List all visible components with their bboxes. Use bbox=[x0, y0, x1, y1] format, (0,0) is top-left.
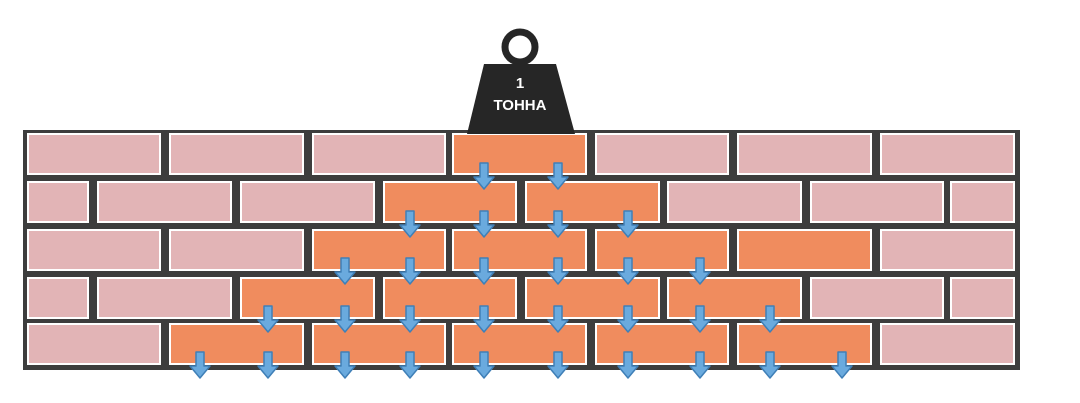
down-arrow-icon bbox=[689, 257, 711, 285]
loaded-brick bbox=[169, 323, 304, 365]
down-arrow-icon bbox=[399, 210, 421, 238]
loaded-brick bbox=[525, 181, 660, 223]
brick bbox=[27, 133, 161, 175]
brick bbox=[810, 277, 944, 319]
down-arrow-icon bbox=[334, 305, 356, 333]
down-arrow-icon bbox=[689, 351, 711, 379]
weight-label-number: 1 bbox=[516, 75, 524, 92]
down-arrow-icon bbox=[547, 305, 569, 333]
brick bbox=[880, 323, 1015, 365]
loaded-brick bbox=[312, 229, 446, 271]
brick bbox=[880, 229, 1015, 271]
loaded-brick bbox=[667, 277, 802, 319]
down-arrow-icon bbox=[473, 162, 495, 190]
down-arrow-icon bbox=[473, 351, 495, 379]
down-arrow-icon bbox=[399, 305, 421, 333]
down-arrow-icon bbox=[473, 210, 495, 238]
weight-body bbox=[467, 64, 575, 134]
down-arrow-icon bbox=[257, 305, 279, 333]
loaded-brick bbox=[595, 323, 729, 365]
loaded-brick bbox=[240, 277, 375, 319]
brick bbox=[97, 277, 232, 319]
brick bbox=[950, 277, 1015, 319]
brick bbox=[169, 229, 304, 271]
down-arrow-icon bbox=[399, 351, 421, 379]
brick bbox=[27, 277, 89, 319]
brick bbox=[880, 133, 1015, 175]
down-arrow-icon bbox=[547, 162, 569, 190]
loaded-brick bbox=[737, 323, 872, 365]
down-arrow-icon bbox=[759, 351, 781, 379]
down-arrow-icon bbox=[334, 351, 356, 379]
weight-handle-ring bbox=[501, 28, 539, 66]
brick bbox=[737, 133, 872, 175]
loaded-brick bbox=[383, 277, 517, 319]
down-arrow-icon bbox=[473, 305, 495, 333]
brick-wall bbox=[23, 130, 1020, 370]
loaded-brick bbox=[525, 277, 660, 319]
brick bbox=[810, 181, 944, 223]
brick bbox=[27, 323, 161, 365]
loaded-brick bbox=[312, 323, 446, 365]
brick bbox=[27, 229, 161, 271]
down-arrow-icon bbox=[617, 305, 639, 333]
down-arrow-icon bbox=[617, 351, 639, 379]
down-arrow-icon bbox=[334, 257, 356, 285]
loaded-brick bbox=[595, 229, 729, 271]
down-arrow-icon bbox=[689, 305, 711, 333]
loaded-brick bbox=[383, 181, 517, 223]
down-arrow-icon bbox=[189, 351, 211, 379]
down-arrow-icon bbox=[547, 351, 569, 379]
brick bbox=[27, 181, 89, 223]
loaded-brick bbox=[452, 323, 587, 365]
loaded-brick bbox=[452, 229, 587, 271]
down-arrow-icon bbox=[617, 210, 639, 238]
brick bbox=[950, 181, 1015, 223]
brick bbox=[97, 181, 232, 223]
weight-icon: 1 ТОННА bbox=[467, 28, 575, 134]
down-arrow-icon bbox=[399, 257, 421, 285]
down-arrow-icon bbox=[759, 305, 781, 333]
loaded-brick bbox=[452, 133, 587, 175]
down-arrow-icon bbox=[257, 351, 279, 379]
brick bbox=[667, 181, 802, 223]
brick bbox=[312, 133, 446, 175]
down-arrow-icon bbox=[617, 257, 639, 285]
brick bbox=[169, 133, 304, 175]
down-arrow-icon bbox=[831, 351, 853, 379]
down-arrow-icon bbox=[547, 257, 569, 285]
load-arrows bbox=[189, 162, 853, 379]
loaded-brick bbox=[737, 229, 872, 271]
down-arrow-icon bbox=[547, 210, 569, 238]
down-arrow-icon bbox=[473, 257, 495, 285]
weight-label-unit: ТОННА bbox=[494, 97, 547, 114]
brick bbox=[595, 133, 729, 175]
brick bbox=[240, 181, 375, 223]
